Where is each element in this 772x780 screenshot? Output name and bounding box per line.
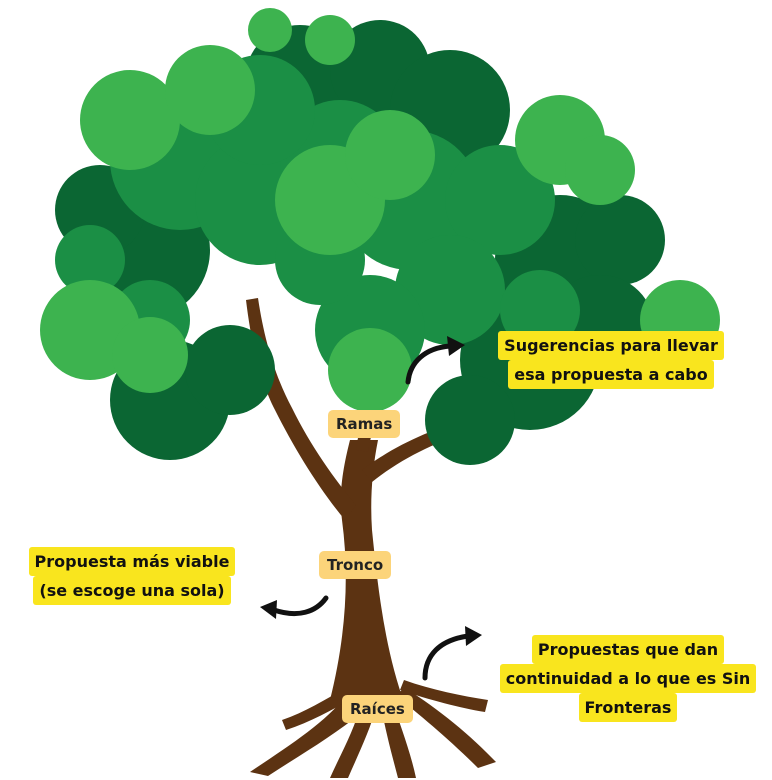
ramas-note-line1: Sugerencias para llevar: [498, 331, 724, 360]
raices-arrow: [422, 626, 482, 681]
tronco-arrow: [260, 595, 329, 619]
ramas-label: Ramas: [328, 410, 401, 438]
raices-note-line1: Propuestas que dan: [531, 635, 725, 664]
raices-note-line3: Fronteras: [578, 693, 678, 722]
raices-note-line2: continuidad a lo que es Sin: [499, 664, 757, 693]
tronco-label: Tronco: [319, 551, 392, 579]
tronco-note: Propuesta más viable (se escoge una sola…: [8, 547, 256, 605]
raices-label: Raíces: [342, 695, 413, 723]
tronco-note-line2: (se escoge una sola): [33, 576, 231, 605]
ramas-note-line2: esa propuesta a cabo: [508, 360, 714, 389]
raices-note: Propuestas que dan continuidad a lo que …: [484, 635, 772, 722]
ramas-note: Sugerencias para llevar esa propuesta a …: [481, 331, 741, 389]
tree-foliage: [40, 8, 720, 465]
tronco-note-line1: Propuesta más viable: [28, 547, 236, 576]
ramas-arrow: [405, 336, 465, 385]
